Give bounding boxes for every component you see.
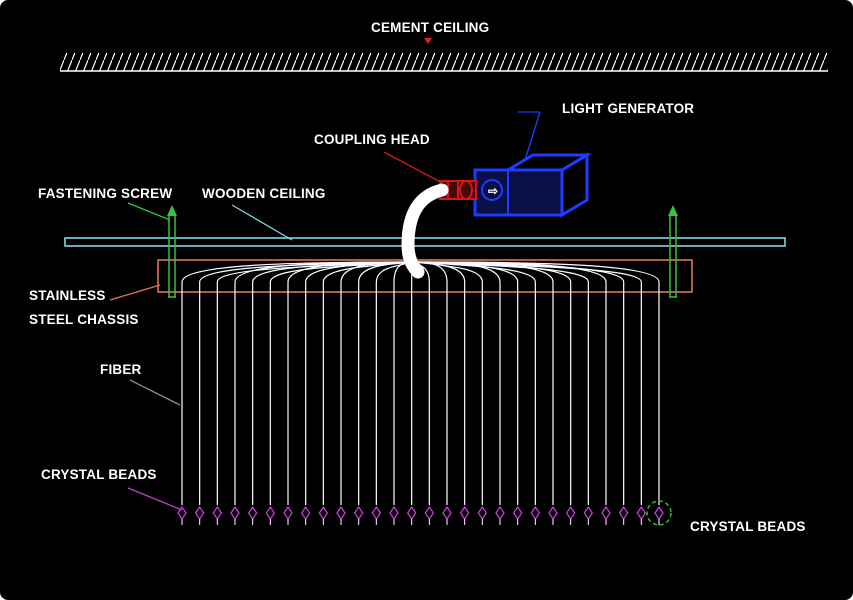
fiber-strand (411, 261, 415, 505)
crystal-bead (512, 505, 523, 521)
fiber-strand (413, 261, 625, 505)
crystal-beads-leader (127, 487, 183, 511)
crystal-bead (336, 505, 346, 521)
fiber-leader (129, 379, 181, 406)
coupling-head-leader (383, 151, 445, 185)
crystal-bead (442, 505, 452, 521)
fiber-strand (322, 261, 415, 505)
crystal-bead (230, 505, 240, 521)
fiber-strand (287, 261, 415, 505)
crystal-bead (300, 505, 311, 521)
crystal-bead (247, 505, 258, 521)
crystal-bead (548, 505, 558, 521)
fiber-strand (413, 261, 642, 505)
fiber-strand (269, 261, 415, 505)
fiber-strand (216, 261, 415, 505)
fiber-strand (393, 261, 415, 505)
crystal-bead (459, 505, 470, 521)
fiber-strand (413, 261, 589, 505)
crystal-bead (194, 505, 205, 521)
light-generator-label: LIGHT GENERATOR (562, 101, 695, 116)
coupling-head-label: COUPLING HEAD (314, 132, 430, 147)
crystal-bead (318, 505, 329, 521)
fastening-screw-right (668, 205, 678, 298)
fastening-screw-left (167, 205, 177, 298)
fastening-screw-label: FASTENING SCREW (38, 186, 173, 201)
fiber-strand (199, 261, 415, 505)
chassis-leader (109, 284, 161, 301)
crystal-bead-highlight (646, 500, 672, 526)
fiber-strand (358, 261, 415, 505)
fiber-label: FIBER (100, 362, 142, 377)
crystal-bead-row (177, 505, 664, 525)
stainless-steel-chassis (157, 259, 693, 293)
crystal-bead (495, 505, 505, 521)
crystal-bead (583, 505, 594, 521)
crystal-beads-label-right: CRYSTAL BEADS (690, 519, 806, 534)
cement-ceiling (60, 38, 828, 72)
crystal-bead (371, 505, 382, 521)
stainless-label: STAINLESS (29, 288, 106, 303)
crystal-bead (565, 505, 576, 521)
fiber-strand (375, 261, 415, 505)
fiber-strand (234, 261, 415, 505)
crystal-bead (424, 505, 435, 521)
crystal-beads-label-left: CRYSTAL BEADS (41, 467, 157, 482)
crystal-bead (618, 505, 629, 521)
crystal-bead (601, 505, 611, 521)
steel-chassis-label: STEEL CHASSIS (29, 312, 139, 327)
fiber-strand (413, 261, 483, 505)
svg-text:⇨: ⇨ (488, 184, 498, 198)
fiber-strand (413, 261, 554, 505)
crystal-bead (477, 505, 488, 521)
fiber-strands (181, 261, 660, 505)
fiber-strand (305, 261, 415, 505)
fastening-screw-leader (127, 202, 171, 221)
crystal-bead (283, 505, 293, 521)
ceiling-marker-icon (424, 38, 432, 44)
crystal-bead (530, 505, 541, 521)
light-generator-leader-2 (524, 111, 541, 161)
fiber-strand (413, 261, 501, 505)
fiber-strand (413, 261, 607, 505)
crystal-bead (654, 505, 664, 521)
fiber-strand (413, 261, 572, 505)
crystal-bead (353, 505, 364, 521)
fiber-strand (252, 261, 415, 505)
cement-ceiling-label: CEMENT CEILING (371, 20, 490, 35)
fiber-strand (413, 261, 448, 505)
wooden-ceiling-label: WOODEN CEILING (202, 186, 326, 201)
leader-lines (109, 111, 541, 511)
crystal-bead (265, 505, 276, 521)
crystal-bead (212, 505, 223, 521)
crystal-bead (389, 505, 399, 521)
light-generator-icon: ⇨ (473, 152, 593, 218)
fiber-strand (413, 261, 430, 505)
fiber-strand (413, 261, 466, 505)
wooden-ceiling-leader (231, 204, 293, 241)
fiber-strand (413, 261, 660, 505)
wooden-ceiling-board (64, 237, 786, 247)
fiber-strand (340, 261, 415, 505)
crystal-bead (406, 505, 417, 521)
crystal-bead (636, 505, 647, 521)
